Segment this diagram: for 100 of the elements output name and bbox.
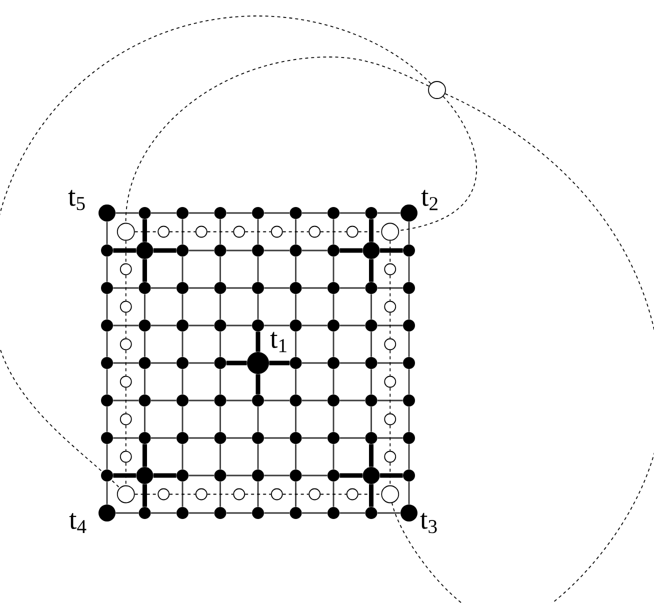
grid-line: [106, 332, 108, 357]
hollow-circle: [381, 222, 400, 241]
dot: [365, 394, 378, 406]
dot: [176, 470, 188, 482]
dot: [252, 244, 264, 256]
grid-line: [332, 294, 334, 320]
grid-line: [220, 219, 221, 244]
grid-line: [332, 332, 334, 357]
grid-line: [377, 437, 403, 439]
grid-line: [408, 294, 410, 320]
grid-line: [340, 437, 366, 439]
grid-line: [188, 400, 214, 402]
grid-line: [188, 250, 214, 252]
hollow-circle: [270, 488, 283, 500]
dot: [247, 352, 269, 374]
grid-line: [302, 250, 328, 252]
dot: [176, 207, 188, 219]
grid-line: [106, 294, 108, 320]
grid-line: [113, 362, 139, 364]
grid-line: [226, 212, 252, 214]
bold-line: [142, 219, 147, 242]
grid-line: [332, 256, 334, 282]
hollow-circle: [120, 376, 132, 388]
dot: [328, 507, 340, 519]
grid-line: [370, 406, 372, 432]
dashed-curve: [125, 56, 430, 224]
bold-line: [380, 248, 403, 253]
grid-line: [106, 369, 108, 394]
dashed-line: [320, 494, 347, 495]
dot: [101, 357, 113, 369]
grid-line: [220, 332, 221, 357]
bold-line: [369, 484, 374, 507]
grid-line: [408, 256, 410, 282]
dot: [176, 394, 188, 406]
dot: [214, 470, 226, 482]
grid-line: [264, 287, 290, 289]
dot: [101, 470, 113, 482]
dot: [252, 320, 264, 332]
bold-line: [380, 473, 403, 478]
grid-line: [220, 256, 221, 282]
hollow-circle: [270, 226, 283, 238]
grid-line: [150, 400, 176, 402]
grid-line: [220, 369, 221, 394]
node-label: t$_{1}$: [270, 332, 286, 352]
grid-line: [370, 369, 372, 394]
hollow-circle: [346, 488, 358, 500]
bold-line: [153, 248, 176, 253]
grid-line: [408, 332, 410, 357]
hollow-circle: [158, 226, 170, 238]
grid-line: [226, 250, 252, 252]
grid-line: [340, 512, 366, 514]
dashed-curve: [392, 93, 654, 603]
dot: [176, 357, 188, 369]
dot: [214, 320, 226, 332]
hollow-circle: [195, 488, 208, 500]
grid-line: [220, 444, 221, 470]
grid-line: [226, 400, 252, 402]
dot: [403, 394, 415, 406]
grid-line: [370, 294, 372, 320]
dashed-line: [169, 231, 196, 232]
bold-line: [369, 219, 374, 242]
bold-line: [153, 473, 176, 478]
grid-line: [113, 287, 139, 289]
dot: [176, 282, 188, 294]
hollow-circle: [384, 263, 396, 276]
grid-line: [116, 512, 139, 514]
grid-line: [332, 369, 334, 394]
grid-line: [302, 362, 328, 364]
dot: [328, 282, 340, 294]
dot: [214, 244, 226, 256]
grid-line: [332, 444, 334, 470]
dot: [365, 320, 378, 332]
grid-line: [188, 362, 214, 364]
grid-line: [408, 222, 410, 244]
grid-line: [302, 287, 328, 289]
hollow-circle: [308, 488, 321, 500]
dot: [176, 320, 188, 332]
dot: [101, 282, 113, 294]
hollow-circle: [120, 413, 132, 426]
grid-line: [264, 400, 290, 402]
bold-line: [269, 360, 290, 366]
grid-line: [257, 256, 259, 282]
dot: [138, 357, 151, 369]
dashed-line: [169, 494, 196, 495]
grid-line: [150, 362, 176, 364]
grid-line: [188, 212, 214, 214]
grid-line: [182, 444, 184, 470]
dot: [214, 394, 226, 406]
dot: [290, 470, 302, 482]
dashed-line: [125, 462, 126, 486]
hollow-circle: [308, 226, 321, 238]
grid-line: [182, 482, 184, 507]
hollow-circle: [384, 338, 396, 350]
grid-line: [295, 294, 296, 320]
dashed-line: [244, 231, 272, 232]
hollow-circle: [233, 488, 246, 500]
node-label: t$_{5}$: [68, 190, 85, 210]
grid-line: [340, 400, 366, 402]
grid-line: [144, 332, 146, 357]
dot: [365, 282, 378, 294]
